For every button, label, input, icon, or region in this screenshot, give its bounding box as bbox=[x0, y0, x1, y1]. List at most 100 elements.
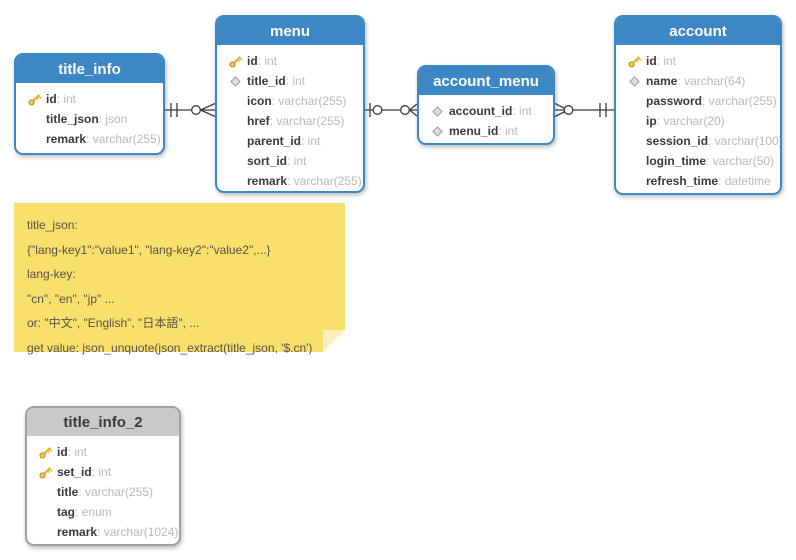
field-type: : enum bbox=[75, 505, 112, 519]
field-row-login_time[interactable]: login_time: varchar(50) bbox=[622, 151, 778, 171]
field-row-icon[interactable]: icon: varchar(255) bbox=[223, 91, 361, 111]
field-type: : int bbox=[56, 92, 77, 106]
field-name: title bbox=[57, 485, 79, 499]
field-row-sort_id[interactable]: sort_id: int bbox=[223, 151, 361, 171]
field-name: password bbox=[646, 94, 703, 108]
field-type: : int bbox=[656, 54, 677, 68]
field-row-parent_id[interactable]: parent_id: int bbox=[223, 131, 361, 151]
field-row-ip[interactable]: ip: varchar(20) bbox=[622, 111, 778, 131]
diamond-icon bbox=[425, 105, 449, 117]
diamond-icon bbox=[622, 75, 646, 87]
table-title[interactable]: title_info_2 bbox=[27, 408, 179, 437]
field-name: parent_id bbox=[247, 134, 302, 148]
field-row-remark[interactable]: remark: varchar(255) bbox=[223, 171, 362, 191]
sticky-note-body: title_json:{"lang-key1":"value1", "lang-… bbox=[27, 213, 333, 360]
field-row-refresh_time[interactable]: refresh_time: datetime bbox=[622, 171, 778, 191]
note-line: {"lang-key1":"value1", "lang-key2":"valu… bbox=[27, 242, 271, 257]
field-type: : int bbox=[91, 465, 112, 479]
sticky-note[interactable]: title_json:{"lang-key1":"value1", "lang-… bbox=[14, 203, 345, 355]
field-name: tag bbox=[57, 505, 75, 519]
field-row-password[interactable]: password: varchar(255) bbox=[622, 91, 778, 111]
one-mandatory-marker bbox=[170, 103, 178, 117]
field-type: : int bbox=[285, 74, 306, 88]
field-type: : json bbox=[98, 112, 128, 126]
field-name: icon bbox=[247, 94, 272, 108]
field-row-title_id[interactable]: title_id: int bbox=[223, 71, 361, 91]
field-name: session_id bbox=[646, 134, 709, 148]
key-icon bbox=[223, 54, 247, 69]
field-type: : int bbox=[287, 154, 307, 168]
field-row-id[interactable]: id: int bbox=[33, 442, 177, 462]
diamond-icon bbox=[425, 125, 449, 137]
field-type: : int bbox=[301, 134, 321, 148]
field-name: set_id bbox=[57, 465, 92, 479]
field-name: refresh_time bbox=[646, 174, 719, 188]
field-row-href[interactable]: href: varchar(255) bbox=[223, 111, 361, 131]
note-line: lang-key: bbox=[27, 267, 76, 281]
relationship-account-menu-account[interactable] bbox=[555, 98, 614, 122]
field-type: : varchar(255) bbox=[271, 94, 347, 108]
field-row-name[interactable]: name: varchar(64) bbox=[622, 71, 778, 91]
key-icon bbox=[22, 92, 46, 107]
field-type: : varchar(64) bbox=[677, 74, 746, 88]
note-line: or: "中文", "English", "日本語", ... bbox=[27, 316, 200, 330]
field-row-title_json[interactable]: title_json: json bbox=[22, 109, 161, 129]
table-title[interactable]: account bbox=[616, 17, 780, 46]
field-name: id bbox=[247, 54, 258, 68]
field-row-session_id[interactable]: session_id: varchar(100) bbox=[622, 131, 780, 151]
field-type: : varchar(255) bbox=[269, 114, 345, 128]
field-name: login_time bbox=[646, 154, 707, 168]
note-fold-flap bbox=[323, 330, 345, 352]
field-type: : int bbox=[498, 124, 518, 138]
field-row-menu_id[interactable]: menu_id: int bbox=[425, 121, 551, 141]
field-name: name bbox=[646, 74, 678, 88]
table-title[interactable]: title_info bbox=[16, 55, 163, 84]
field-row-id[interactable]: id: int bbox=[22, 89, 161, 109]
key-icon bbox=[33, 465, 57, 480]
field-row-set_id[interactable]: set_id: int bbox=[33, 462, 177, 482]
field-type: : varchar(255) bbox=[702, 94, 777, 108]
field-type: : varchar(255) bbox=[86, 132, 161, 146]
key-icon bbox=[622, 54, 646, 69]
field-name: href bbox=[247, 114, 270, 128]
field-type: : varchar(255) bbox=[287, 174, 362, 188]
field-type: : varchar(255) bbox=[78, 485, 154, 499]
relationship-title-info-menu[interactable] bbox=[165, 98, 215, 122]
field-name: remark bbox=[247, 174, 288, 188]
field-type: : int bbox=[67, 445, 88, 459]
field-type: : datetime bbox=[718, 174, 771, 188]
field-name: remark bbox=[57, 525, 98, 539]
field-name: title_id bbox=[247, 74, 286, 88]
field-name: ip bbox=[646, 114, 657, 128]
field-name: remark bbox=[46, 132, 87, 146]
field-type: : varchar(1024) bbox=[97, 525, 179, 539]
field-row-id[interactable]: id: int bbox=[223, 51, 361, 71]
field-name: id bbox=[46, 92, 57, 106]
field-row-account_id[interactable]: account_id: int bbox=[425, 101, 551, 121]
relationship-menu-account-menu[interactable] bbox=[365, 98, 417, 122]
field-type: : varchar(50) bbox=[706, 154, 775, 168]
field-name: id bbox=[57, 445, 68, 459]
field-name: id bbox=[646, 54, 657, 68]
field-row-tag[interactable]: tag: enum bbox=[33, 502, 177, 522]
key-icon bbox=[33, 445, 57, 460]
field-type: : varchar(20) bbox=[656, 114, 725, 128]
field-row-id[interactable]: id: int bbox=[622, 51, 778, 71]
table-title[interactable]: account_menu bbox=[419, 67, 553, 96]
diamond-icon bbox=[223, 75, 247, 87]
field-type: : int bbox=[512, 104, 532, 118]
field-row-title[interactable]: title: varchar(255) bbox=[33, 482, 177, 502]
field-row-remark[interactable]: remark: varchar(1024) bbox=[33, 522, 179, 542]
table-title[interactable]: menu bbox=[217, 17, 363, 46]
field-row-remark[interactable]: remark: varchar(255) bbox=[22, 129, 161, 149]
field-name: title_json bbox=[46, 112, 99, 126]
